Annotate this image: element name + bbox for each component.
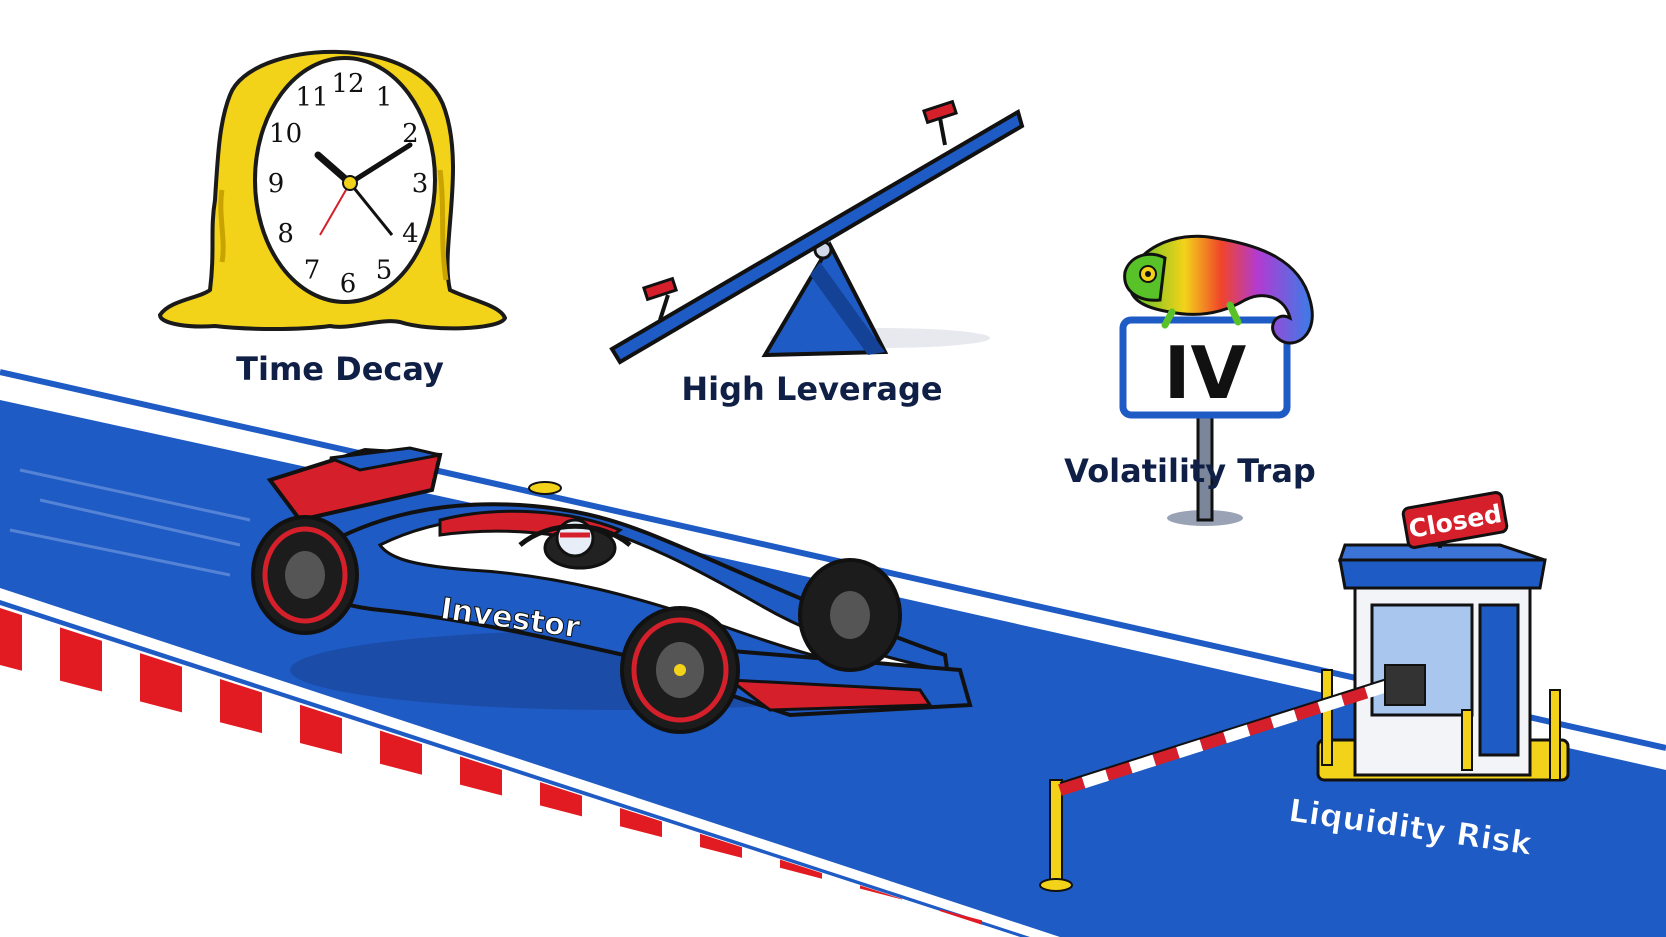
booth-roof	[1338, 558, 1547, 590]
formula-car: Investor	[251, 446, 973, 734]
barrier-stripe	[1105, 761, 1133, 781]
track-lower-edge-line	[0, 588, 1060, 937]
barrier-stripe	[1081, 769, 1109, 789]
iv-sign-text: IV	[1164, 331, 1247, 415]
clock-numeral: 8	[277, 219, 294, 249]
kerb-stripe	[380, 730, 422, 775]
car-front-wheel-right	[798, 558, 902, 672]
iv-sign-board	[1119, 316, 1291, 419]
clock-second-hand	[319, 182, 351, 236]
kerb-stripe	[860, 885, 902, 900]
barrier-stripe	[1270, 709, 1298, 729]
car-front-wheel-left	[620, 606, 740, 734]
barrier-stripe	[1317, 694, 1345, 714]
kerb-stripe	[300, 704, 342, 754]
kerb-stripe	[540, 782, 582, 817]
barrier-stripe	[1128, 754, 1157, 774]
clock-numeral: 2	[402, 119, 419, 149]
kerb-stripe	[940, 909, 982, 925]
clock-numeral: 6	[340, 269, 357, 299]
toll-booth: Closed	[1316, 491, 1570, 782]
kerb-stripe	[140, 653, 182, 713]
barrier-stripe	[1341, 686, 1369, 706]
seesaw-plank	[609, 108, 1025, 365]
clock-numeral: 7	[304, 256, 321, 286]
barrier-stripe	[1058, 776, 1086, 796]
barrier-stripe	[1293, 701, 1322, 721]
clock-numeral: 9	[268, 169, 285, 199]
clock-numeral: 3	[412, 169, 429, 199]
kerb-stripe	[0, 607, 22, 671]
kerb-stripe	[60, 627, 102, 692]
clock-numeral: 4	[402, 219, 419, 249]
kerb-stripe	[460, 756, 502, 796]
high-leverage-label: High Leverage	[681, 370, 942, 408]
closed-sign: Closed	[1401, 491, 1509, 549]
kerb-stripe	[220, 678, 262, 734]
clock-numeral: 10	[269, 119, 302, 149]
kerb-stripe	[620, 807, 662, 838]
seesaw-handle-left	[641, 276, 679, 321]
seesaw-lever	[609, 99, 1025, 365]
barrier-stripe	[1176, 739, 1204, 759]
clock-numeral: 1	[376, 82, 393, 112]
barrier-stripe	[1246, 716, 1274, 736]
clock-numeral: 5	[376, 256, 393, 286]
time-decay-label: Time Decay	[236, 350, 444, 388]
speed-streaks	[9, 468, 251, 577]
closed-barrier-arm	[1039, 664, 1426, 892]
volatility-trap-label: Volatility Trap	[1064, 452, 1316, 490]
barrier-stripe	[1199, 731, 1227, 751]
chameleon	[1123, 234, 1314, 345]
iv-signpost: IV	[1119, 316, 1291, 526]
kerb-stripe	[780, 859, 822, 879]
kerb-stripe	[700, 833, 742, 858]
kerb	[0, 607, 1020, 937]
car-rear-wheel	[251, 515, 359, 635]
barrier-stripe	[1223, 724, 1251, 744]
clock-minute-hand	[347, 142, 413, 186]
clock-numeral: 12	[331, 69, 364, 99]
clock-numeral: 11	[295, 82, 328, 112]
seesaw-handle-right	[921, 99, 959, 146]
barrier-stripe	[1152, 746, 1180, 766]
